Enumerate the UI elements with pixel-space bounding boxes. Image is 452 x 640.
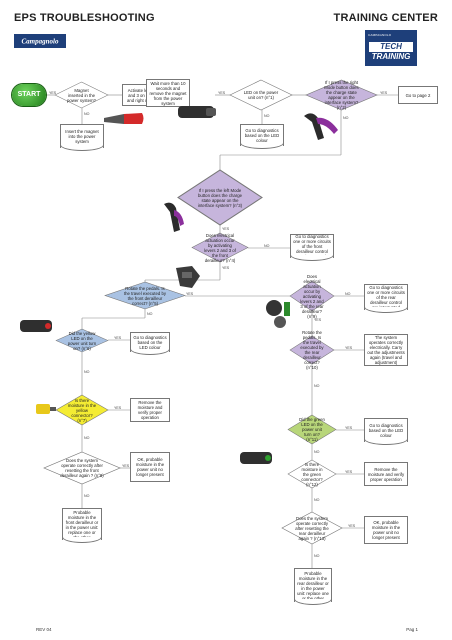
no-label: NO [314,498,320,502]
no-label: NO [84,112,90,116]
yes-label: YES [345,470,353,474]
decision-magnet-inserted: Magnet inserted in the power system? [54,81,109,109]
decision-yellow-led: Did the yellow LED on the power unit tur… [55,328,109,353]
decision-green-moisture: Is there moisture in the green connector… [287,459,337,489]
power-unit-icon [178,106,216,118]
no-label: NO [314,554,320,558]
decision-front-actuation: Does electrical actuation occur by activ… [191,232,249,263]
no-label: NO [84,370,90,374]
decision-rear-reset: Does the system operate correctly after … [281,511,343,545]
step-led-diagnostics: Go to diagnostics based on the LED colou… [240,124,284,149]
decision-label: Did the yellow LED on the power unit tur… [67,330,97,351]
yes-label: YES [222,227,230,231]
decision-label: Does electrical actuation occur by activ… [204,232,236,263]
yellow-connector-icon [36,404,56,414]
page-number: Pag 1 [406,627,418,632]
no-label: NO [343,116,349,120]
step-ok-front: OK, probable moisture in the power unit … [130,452,170,482]
no-label: NO [314,384,320,388]
yes-label: YES [222,266,230,270]
no-label: NO [264,114,270,118]
step-replace-rear: Probable moisture in the rear derailleur… [294,568,332,605]
no-label: NO [84,494,90,498]
step-green-led-diagnostics: Go to diagnostics based on the LED colou… [364,418,408,445]
decision-yellow-moisture: Is there moisture in the yellow connecto… [55,394,109,426]
decision-rear-travel: Rotate the pedals. Is the travel execute… [289,330,335,370]
no-label: NO [147,312,153,316]
decision-label: Did the green LED on the power unit turn… [299,417,325,442]
decision-label: Is there moisture in the green connector… [301,461,323,487]
decision-label: LED on the power unit on? (n°1) [243,90,279,100]
decision-label: Rotate the pedals. Is the travel execute… [123,285,167,306]
step-rear-circuit-diagnostics: Go to diagnostics one or more circuits o… [364,284,408,313]
yes-label: YES [380,91,388,95]
rear-derailleur-icon [266,300,290,328]
tech-training-logo: CAMPAGNOLO TECH TRAINING [365,30,417,66]
svg-text:Campagnolo: Campagnolo [22,38,59,46]
page-title: EPS TROUBLESHOOTING [14,12,155,24]
yes-label: YES [114,336,122,340]
decision-label: Rotate the pedals. Is the travel execute… [300,330,324,370]
decision-label: Does electrical actuation occur by activ… [300,273,324,319]
decision-rear-actuation: Does electrical actuation occur by activ… [289,274,335,319]
campagnolo-logo: Campagnolo [14,34,66,48]
decision-led-power-unit: LED on the power unit on? (n°1) [229,79,293,111]
left-ergopower-icon [164,202,184,232]
decision-label: Magnet inserted in the power system? [67,87,96,103]
decision-label: Does the system operate correctly after … [60,458,104,478]
step-insert-magnet: Insert the magnet into the power system [60,124,104,151]
magnet-icon [104,113,144,124]
logo-training-text: TRAINING [371,52,411,61]
step-remove-moisture-yellow: Remove the moisture and verify proper op… [130,398,170,422]
yes-label: YES [114,406,122,410]
decision-front-reset: Does the system operate correctly after … [43,451,121,485]
power-unit-yellow-icon [20,320,52,332]
start-node: START [12,84,46,106]
logo-tech-text: TECH [369,42,413,52]
yes-label: YES [49,91,57,95]
yes-label: YES [122,464,130,468]
front-derailleur-icon [176,266,200,288]
step-front-circuit-diagnostics: Go to diagnostics one or more circuits o… [290,234,334,261]
right-ergopower-icon [304,113,338,140]
no-label: NO [264,244,270,248]
step-ok-rear: OK, probable moisture in the power unit … [364,516,408,544]
no-label: NO [84,436,90,440]
step-yellow-led-diagnostics: Go to diagnostics based on the LED colou… [130,332,170,355]
step-remove-moisture-green: Remove the moisture and verify proper op… [364,462,408,486]
decision-front-travel: Rotate the pedals. Is the travel execute… [104,281,186,310]
logo-brand-text: CAMPAGNOLO [368,33,392,37]
decision-green-led: Did the green LED on the power unit turn… [287,414,337,445]
no-label: NO [314,450,320,454]
decision-label: If I press the right Mode button does th… [324,80,359,110]
section-title: TRAINING CENTER [333,12,438,24]
yes-label: YES [345,426,353,430]
power-unit-green-icon [240,452,272,464]
yes-label: YES [345,346,353,350]
decision-left-mode-button: If I press the left Mode button does the… [177,169,263,226]
yes-label: YES [186,292,194,296]
yes-label: YES [218,91,226,95]
link-go-to-page-2[interactable]: Go to page 2 [398,86,438,104]
yes-label: YES [348,524,356,528]
decision-label: Does the system operate correctly after … [295,515,329,541]
step-replace-front: Probable moisture in the front derailleu… [62,508,102,543]
step-wait-remove-magnet: Wait more than 10 seconds and remove the… [146,79,190,107]
decision-label: Is there moisture in the yellow connecto… [67,397,97,423]
decision-label: If I press the left Mode button does the… [197,187,243,208]
no-label: NO [345,292,351,296]
step-system-ok-adjust: The system operates correctly electrical… [364,334,408,366]
revision-label: REV 04 [36,627,52,632]
yes-label: YES [314,318,322,322]
decision-right-mode-button: If I press the right Mode button does th… [305,79,378,111]
